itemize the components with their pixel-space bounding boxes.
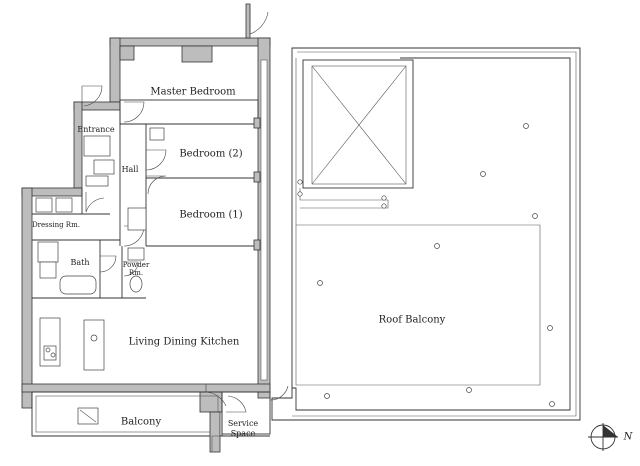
roof-balcony-area xyxy=(271,47,581,421)
label-bath: Bath xyxy=(70,258,89,267)
label-entrance: Entrance xyxy=(77,125,114,134)
label-dressing-rm: Dressing Rm. xyxy=(32,221,80,229)
label-bedroom-1: Bedroom (1) xyxy=(179,210,242,221)
label-service-space-1: Service xyxy=(228,419,259,428)
label-living-dining-kitchen: Living Dining Kitchen xyxy=(129,337,240,348)
label-roof-balcony: Roof Balcony xyxy=(379,315,446,326)
north-compass: N xyxy=(588,423,634,451)
label-bedroom-2: Bedroom (2) xyxy=(179,149,242,160)
label-balcony: Balcony xyxy=(121,417,162,428)
roof-drains xyxy=(297,123,555,407)
fixtures xyxy=(35,127,165,425)
skylight xyxy=(295,58,414,225)
compass-north-label: N xyxy=(623,432,634,443)
label-powder-rm-1: Powder xyxy=(123,261,150,269)
label-powder-rm-2: Rm. xyxy=(129,269,143,277)
label-service-space-2: Space xyxy=(231,429,256,438)
label-hall: Hall xyxy=(122,165,139,174)
label-master-bedroom: Master Bedroom xyxy=(150,87,236,98)
room-labels: Master Bedroom Bedroom (2) Bedroom (1) E… xyxy=(32,87,446,439)
apartment-walls xyxy=(21,3,271,453)
